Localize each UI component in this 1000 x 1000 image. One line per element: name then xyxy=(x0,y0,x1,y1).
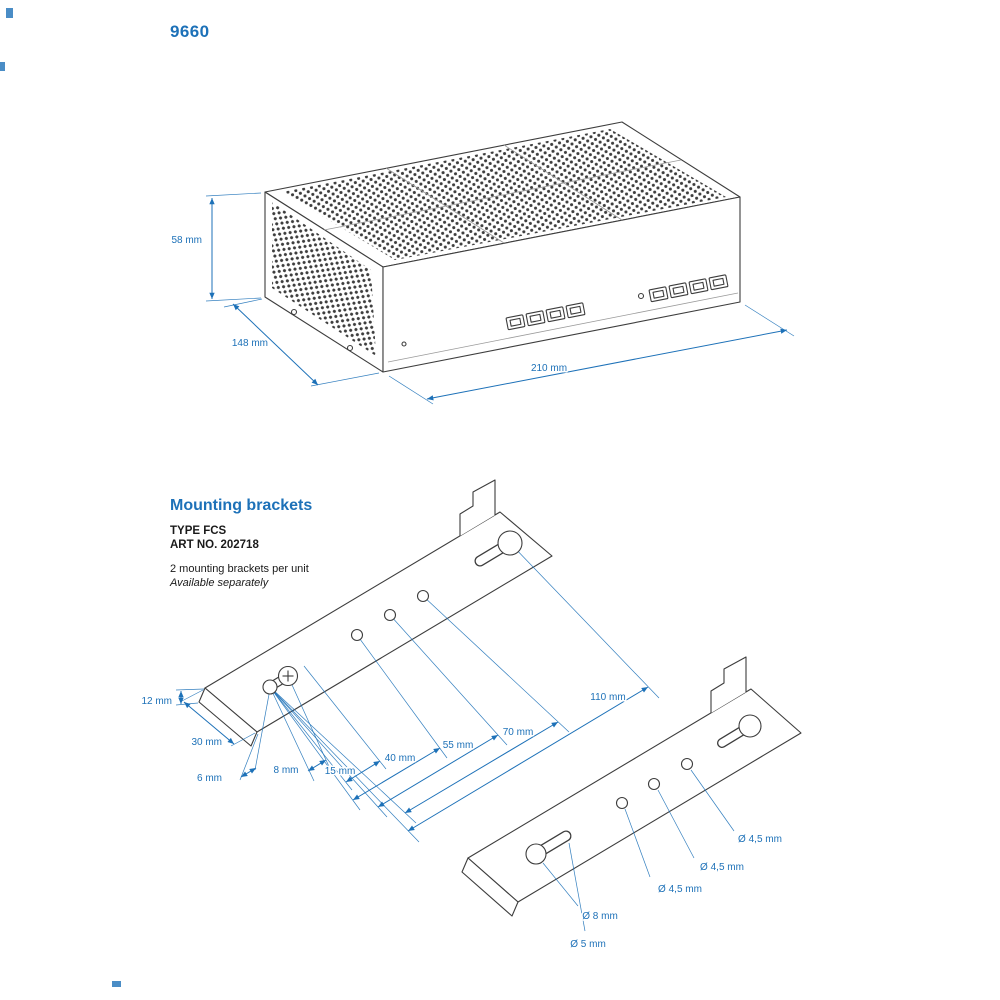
mounting-brackets-heading: Mounting brackets xyxy=(170,497,313,514)
mounting-bracket-2: Ø 4,5 mm Ø 4,5 mm Ø 4,5 mm Ø 8 mm Ø 5 mm xyxy=(461,656,802,952)
dim-label-148mm: 148 mm xyxy=(232,338,268,349)
bracket1-hook-tab xyxy=(459,479,496,536)
bracket-quantity-note: 2 mounting brackets per unit xyxy=(170,563,309,575)
bracket1-dimensions xyxy=(175,542,660,843)
front-indicator-hole xyxy=(637,292,645,300)
page-artifact xyxy=(6,8,13,18)
terminal-block-group-left xyxy=(505,302,586,331)
bracket-type-label: TYPE FCS xyxy=(170,525,227,537)
bracket2-flange xyxy=(461,857,519,917)
bracket1-keyhole-top xyxy=(497,530,523,556)
bracket2-features xyxy=(525,714,762,865)
product-number-title: 9660 xyxy=(170,22,210,41)
unit-isometric-drawing: 58 mm 148 mm 210 mm xyxy=(170,121,795,405)
hole-dia-label-mid: Ø 4,5 mm xyxy=(700,862,744,873)
unit-front-face xyxy=(382,196,741,373)
page-artifact xyxy=(0,62,5,71)
bracket1-hole xyxy=(350,628,364,642)
mounting-bracket-1: 12 mm 30 mm 6 mm 8 mm 15 mm 40 mm 55 mm … xyxy=(140,479,660,843)
bracket-art-number: ART NO. 202718 xyxy=(170,539,259,551)
dim-label-12mm: 12 mm xyxy=(141,696,172,707)
dim-label-58mm: 58 mm xyxy=(171,235,202,246)
top-seam-line xyxy=(385,167,505,244)
dim-label-6mm: 6 mm xyxy=(197,773,222,784)
mounting-brackets-info: Mounting brackets TYPE FCS ART NO. 20271… xyxy=(170,497,440,590)
dimension-148mm: 148 mm xyxy=(223,298,380,387)
bracket1-features xyxy=(262,530,523,695)
bracket2-keyhole-bottom xyxy=(525,843,547,865)
bracket2-keyhole-top xyxy=(738,714,762,738)
bracket2-hole xyxy=(615,796,629,810)
top-seam-line xyxy=(323,159,682,231)
dimension-210mm: 210 mm xyxy=(388,304,795,405)
perforation-left xyxy=(272,202,376,356)
terminal-block-group-right xyxy=(637,274,729,303)
dim-label-8mm: 8 mm xyxy=(274,765,299,776)
bracket2-hole xyxy=(680,757,694,771)
page-artifact xyxy=(112,981,121,987)
dim-label-15mm: 15 mm xyxy=(325,766,356,777)
hole-dia-label-bottom: Ø 4,5 mm xyxy=(658,884,702,895)
bracket-availability-note: Available separately xyxy=(170,577,269,589)
dim-label-30mm: 30 mm xyxy=(191,737,222,748)
bracket1-hole xyxy=(383,608,397,622)
bracket2-leaders xyxy=(542,769,735,932)
bracket2-hole xyxy=(647,777,661,791)
slot-dia-label: Ø 5 mm xyxy=(570,939,606,950)
keyhole-dia-label: Ø 8 mm xyxy=(582,911,618,922)
dim-label-210mm: 210 mm xyxy=(531,363,567,374)
dim-label-40mm: 40 mm xyxy=(385,753,416,764)
front-screw-hole xyxy=(401,341,407,347)
bracket1-keyhole-bottom xyxy=(262,679,278,695)
side-screw xyxy=(346,344,354,352)
dim-label-70mm: 70 mm xyxy=(503,727,534,738)
bracket1-hole xyxy=(416,589,430,603)
dimension-58mm: 58 mm xyxy=(170,192,262,302)
bracket2-hook-tab xyxy=(710,656,747,713)
dim-label-110mm: 110 mm xyxy=(590,692,625,703)
top-seam-line xyxy=(503,144,623,221)
hole-dia-label-top: Ø 4,5 mm xyxy=(738,834,782,845)
dim-label-55mm: 55 mm xyxy=(443,740,474,751)
